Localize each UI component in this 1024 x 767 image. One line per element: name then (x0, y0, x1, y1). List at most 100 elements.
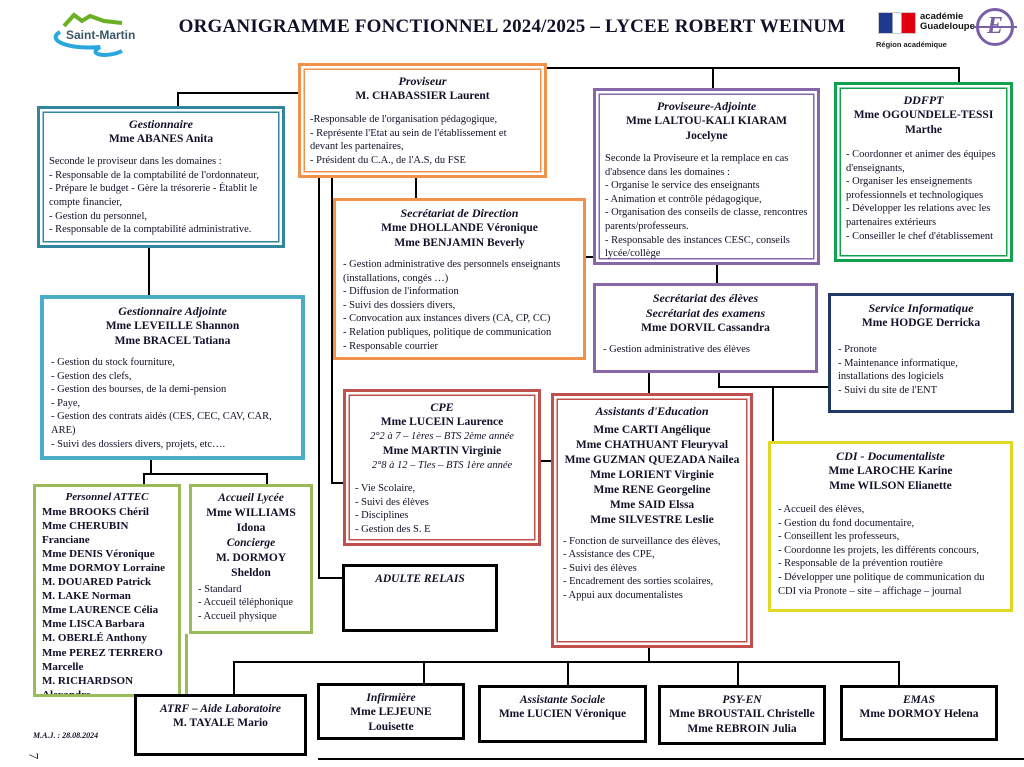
role-item: - Relation publiques, politique de commu… (343, 327, 552, 339)
box-title: Secrétariat des examens (645, 306, 766, 320)
person-name: Mme DORVIL Cassandra (641, 322, 770, 334)
role-item: - Coordonne les projets, les différents … (778, 544, 980, 556)
saint-martin-logo-text: Saint-Martin (66, 28, 135, 42)
connector-line (718, 373, 720, 387)
connector-line (150, 460, 152, 474)
person-name: Mme BENJAMIN Beverly (394, 236, 525, 249)
box-names: Mme LUCIEN Véronique (488, 707, 637, 722)
role-item: - Diffusion de l'information (343, 286, 459, 298)
role-item: -Responsable de l'organisation pédagogiq… (310, 113, 498, 125)
box-title: ADULTE RELAIS (375, 573, 465, 585)
person-name: Mme WILSON Elianette (829, 479, 952, 492)
connector-line (143, 473, 145, 484)
role-item: - Gestion des bourses, de la demi-pensio… (51, 384, 227, 396)
person-name: Mme LORIENT Virginie (590, 468, 714, 481)
box-names: Mme ABANES Anita (49, 132, 273, 147)
role-item: - Responsable de la comptabilité de l'or… (49, 169, 259, 181)
box-gestionnaire-adjointe: Gestionnaire Adjointe Mme LEVEILLE Shann… (40, 295, 305, 460)
person-name: Mme BRACEL Tatiana (114, 334, 231, 347)
role-item: - Suivi des dossiers divers, (343, 299, 456, 311)
role-item: - Encadrement des sorties scolaires, (563, 576, 714, 588)
box-line: Mme MARTIN Virginie (382, 444, 502, 457)
box-adulte-relais: ADULTE RELAIS (342, 564, 498, 632)
box-line: Concierge (226, 536, 276, 549)
box-title: Gestionnaire Adjointe (118, 304, 227, 318)
saint-martin-logo-graphic: Saint-Martin (53, 12, 135, 57)
person-name: Mme DORMOY Helena (859, 708, 979, 721)
box-items: - Gestion administrative des personnels … (343, 258, 576, 353)
box-proviseur: Proviseur M. CHABASSIER Laurent -Respons… (298, 63, 547, 178)
role-item: - Gestion des contrats aidés (CES, CEC, … (51, 411, 272, 437)
region-academique-caption: Région académique (876, 40, 947, 49)
person-name: Mme LISCA Barbara (42, 618, 145, 631)
person-name: Mme BROOKS Chéril (42, 505, 149, 518)
box-atrf: ATRF – Aide Laboratoire M. TAYALE Mario (134, 694, 307, 756)
box-line: 2°2 à 7 – 1ères – BTS 2ème année (370, 430, 514, 442)
person-name: Mme LEVEILLE Shannon (105, 320, 240, 332)
box-emas: EMAS Mme DORMOY Helena (840, 685, 998, 741)
box-line: Accueil Lycée (218, 492, 284, 504)
box-assistante-sociale: Assistante Sociale Mme LUCIEN Véronique (478, 685, 647, 743)
role-item: - Suivi des élèves (563, 562, 637, 574)
box-names: Mme HODGE Derricka (838, 316, 1004, 331)
role-item: - Conseiller le chef d'établissement (846, 230, 994, 242)
connector-line (898, 661, 900, 685)
person-name: Mme LEJEUNE Louisette (350, 706, 432, 734)
box-names: Mme OGOUNDELE-TESSI Marthe (846, 108, 1001, 138)
person-name: Mme SAID Elssa (609, 498, 695, 511)
box-service-informatique: Service Informatique Mme HODGE Derricka … (828, 293, 1014, 413)
connector-line (716, 265, 718, 283)
academie-e-badge-icon: E (973, 8, 1017, 46)
person-name: M. LAKE Norman (42, 590, 131, 603)
connector-line (177, 92, 298, 94)
page-number: 7 (26, 752, 42, 760)
role-item: - Pronote (838, 343, 877, 355)
role-item: - Organisation des conseils de classe, r… (605, 207, 808, 233)
role-item: - Suivi des dossiers divers, projets, et… (51, 438, 226, 450)
role-item: - Gestion du personnel, (49, 210, 147, 222)
role-item: - Gestion des S. E (355, 524, 431, 536)
role-item: - Conseillent les professeurs, (778, 531, 900, 543)
box-title: Proviseure-Adjointe (656, 99, 757, 113)
box-line: Mme LUCEIN Laurence (380, 416, 504, 428)
box-gestionnaire: Gestionnaire Mme ABANES Anita Seconde le… (37, 106, 285, 248)
box-title: Gestionnaire (128, 117, 193, 131)
french-flag-icon (878, 12, 916, 34)
box-names: Mme LEJEUNE Louisette (327, 705, 455, 735)
box-items: - Gestion du stock fourniture,- Gestion … (51, 356, 294, 451)
box-items: - Coordonner et animer des équipes d'ens… (846, 148, 1001, 243)
role-item: - Président du C.A., de l'A.S, du FSE (310, 154, 466, 166)
person-name: Mme OGOUNDELE-TESSI Marthe (853, 109, 994, 136)
person-name: Mme LAROCHE Karine (828, 465, 953, 477)
role-item: - Gestion administrative des élèves (603, 343, 750, 355)
box-infirmiere: Infirmière Mme LEJEUNE Louisette (317, 683, 465, 740)
person-name: M. OBERLÉ Anthony (42, 632, 147, 645)
connector-line (712, 67, 714, 88)
box-lines: Mme LUCEIN Laurence 2°2 à 7 – 1ères – BTS… (355, 415, 529, 472)
box-title: CDI - Documentaliste (836, 449, 945, 463)
box-title: Secrétariat de Direction (400, 206, 519, 220)
connector-line (266, 473, 268, 484)
box-title: Service Informatique (868, 301, 974, 315)
person-name: Mme PEREZ TERRERO Marcelle (42, 646, 163, 673)
box-items: - Fonction de surveillance des élèves,- … (563, 535, 741, 603)
role-item: - Suivi du site de l'ENT (838, 384, 938, 396)
page-bottom-line (318, 758, 1024, 760)
role-item: - Responsable courrier (343, 340, 439, 352)
box-items: - Accueil des élèves,- Gestion du fond d… (778, 503, 1003, 598)
box-line: 2°8 à 12 – Tles – BTS 1ère année (371, 459, 513, 471)
connector-line-green (185, 634, 188, 694)
box-title: Secrétariat des élèves (652, 291, 759, 305)
role-item: - Organise le service des enseignants (605, 180, 760, 192)
connector-line (547, 67, 960, 69)
academie-line2: Guadeloupe (920, 21, 975, 33)
connector-line (331, 482, 343, 484)
person-name: Mme REBROIN Julia (687, 723, 797, 736)
box-title: Proviseur (398, 74, 447, 88)
